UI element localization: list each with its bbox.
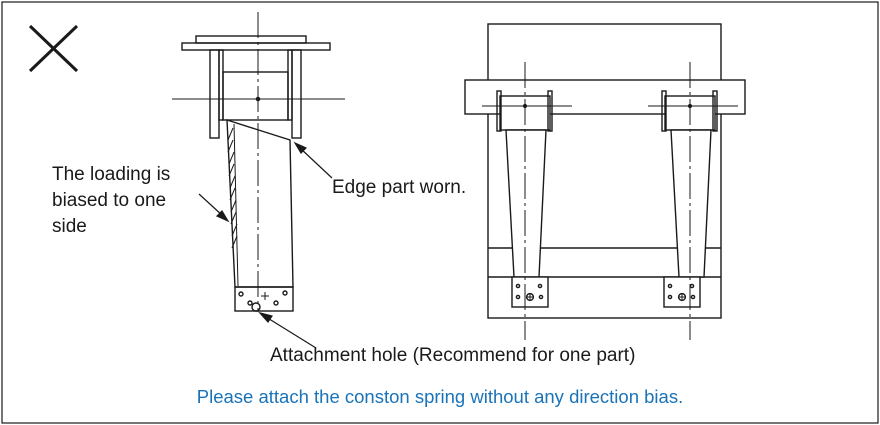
- edge-worn-label: Edge part worn.: [332, 177, 467, 198]
- leader-arrows: [198, 141, 333, 349]
- loading-bias-label: The loading is biased to one side: [52, 162, 170, 240]
- clip-hole-3: [273, 300, 279, 306]
- left-bracket-ear: [209, 49, 220, 139]
- front-view-drawing: [464, 23, 746, 340]
- spring-drum: [222, 71, 289, 121]
- loading-label-line-2: biased to one: [52, 190, 167, 211]
- drum-center: [255, 96, 261, 102]
- right-bracket-ear: [291, 49, 302, 139]
- attachment-hole-label: Attachment hole (Recommend for one part): [270, 345, 636, 366]
- side-end-clip: [234, 286, 294, 312]
- top-bracket-top: [195, 35, 307, 44]
- band-inner-edge: [233, 123, 239, 287]
- clip-hole-4: [247, 300, 253, 306]
- front-spring-right: [648, 62, 738, 340]
- loading-label-line-3: side: [52, 216, 87, 237]
- attachment-hole: [251, 302, 261, 312]
- cross-mark-icon: [28, 24, 79, 73]
- bias-hatching: [227, 127, 238, 249]
- clip-hole-1: [238, 291, 244, 297]
- instruction-note: Please attach the conston spring without…: [196, 386, 684, 407]
- side-view-drawing: [172, 12, 345, 312]
- loading-label-line-1: The loading is: [52, 164, 171, 185]
- front-spring-left: [482, 62, 572, 340]
- front-frame: [487, 23, 722, 319]
- clip-hole-2: [282, 290, 288, 296]
- skewed-spring-band: [226, 119, 294, 288]
- top-bracket-plate: [181, 42, 331, 51]
